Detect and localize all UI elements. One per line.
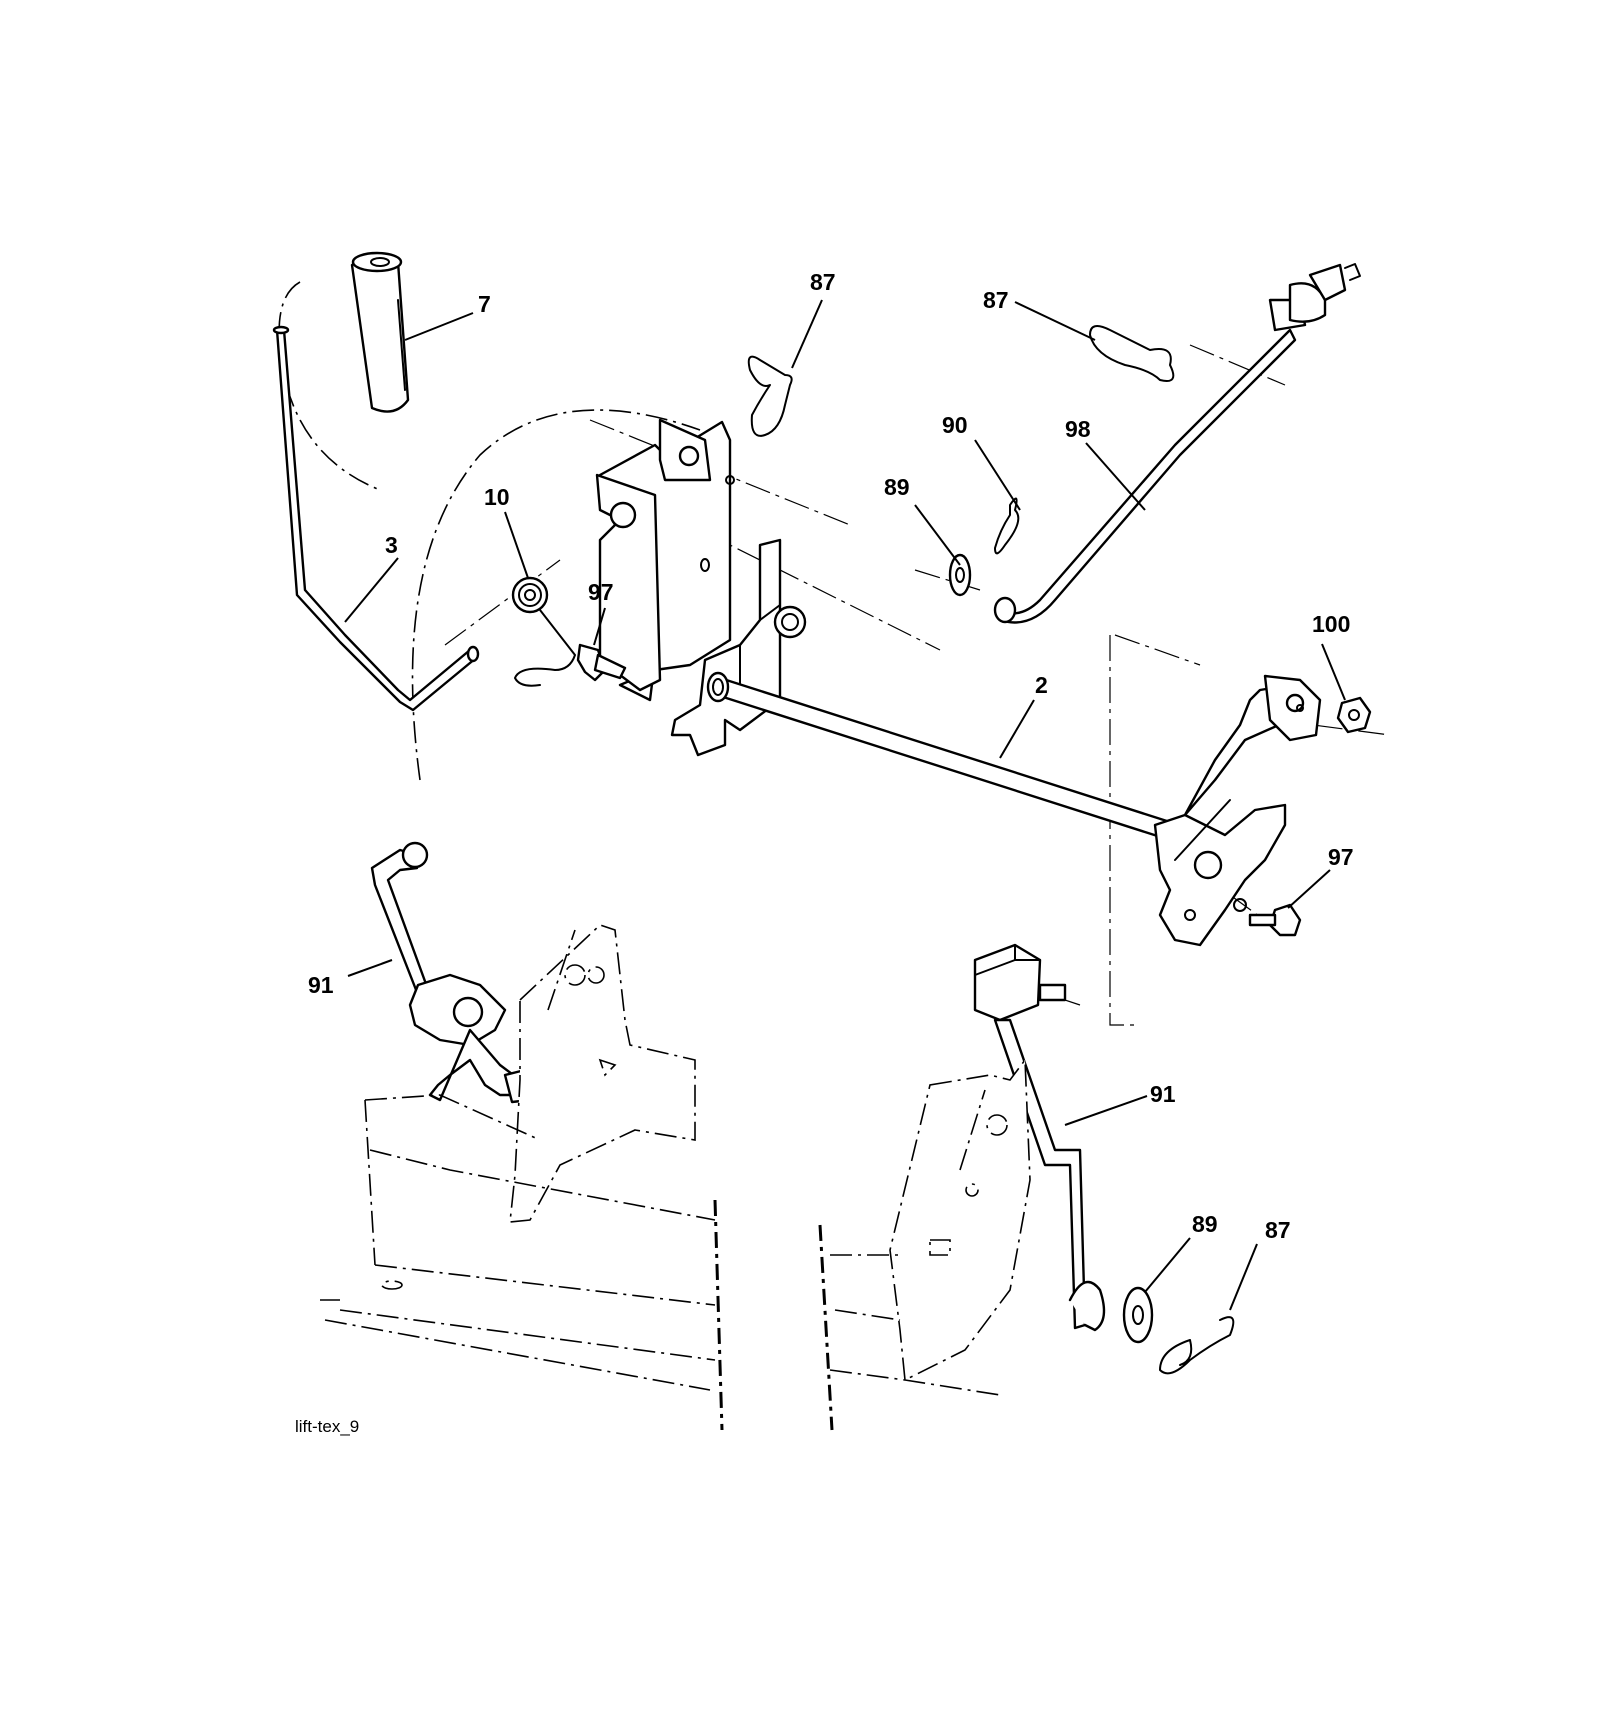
callout-87-bottom: 87	[1265, 1217, 1291, 1243]
callout-3: 3	[385, 532, 398, 558]
hairpin-clips	[747, 325, 1235, 1375]
callout-97-right: 97	[1328, 844, 1354, 870]
leader-lines	[344, 299, 1346, 1311]
torsion-spring	[511, 576, 576, 687]
callout-100: 100	[1312, 611, 1350, 637]
callout-91-right: 91	[1150, 1081, 1176, 1107]
callout-89-top: 89	[884, 474, 910, 500]
lift-handle-rod	[272, 325, 480, 712]
callout-90: 90	[942, 412, 968, 438]
main-bracket	[595, 418, 807, 757]
washers	[948, 553, 1154, 1344]
drawing-id: lift-tex_9	[295, 1417, 359, 1436]
callout-10: 10	[484, 484, 510, 510]
lift-handle-knob	[350, 251, 410, 413]
callout-97-left: 97	[588, 579, 614, 605]
callout-98: 98	[1065, 416, 1091, 442]
lift-shaft	[706, 671, 1172, 842]
right-arm-bracket	[1153, 674, 1322, 947]
lift-link	[993, 263, 1361, 624]
left-lift-arm	[370, 841, 537, 1104]
callout-2: 2	[1035, 672, 1048, 698]
right-lift-arm	[973, 943, 1106, 1332]
callout-7: 7	[478, 291, 491, 317]
bolts-and-nuts	[576, 643, 1372, 937]
callout-87-right: 87	[983, 287, 1009, 313]
right-deck-bracket	[818, 1057, 1031, 1431]
left-deck-bracket	[320, 924, 724, 1431]
callout-labels: 7 87 87 90 98 89 10 3 97 100 2 97 91 91 …	[308, 269, 1354, 1243]
callout-89-bottom: 89	[1192, 1211, 1218, 1237]
callout-87-top: 87	[810, 269, 836, 295]
callout-91-left: 91	[308, 972, 334, 998]
